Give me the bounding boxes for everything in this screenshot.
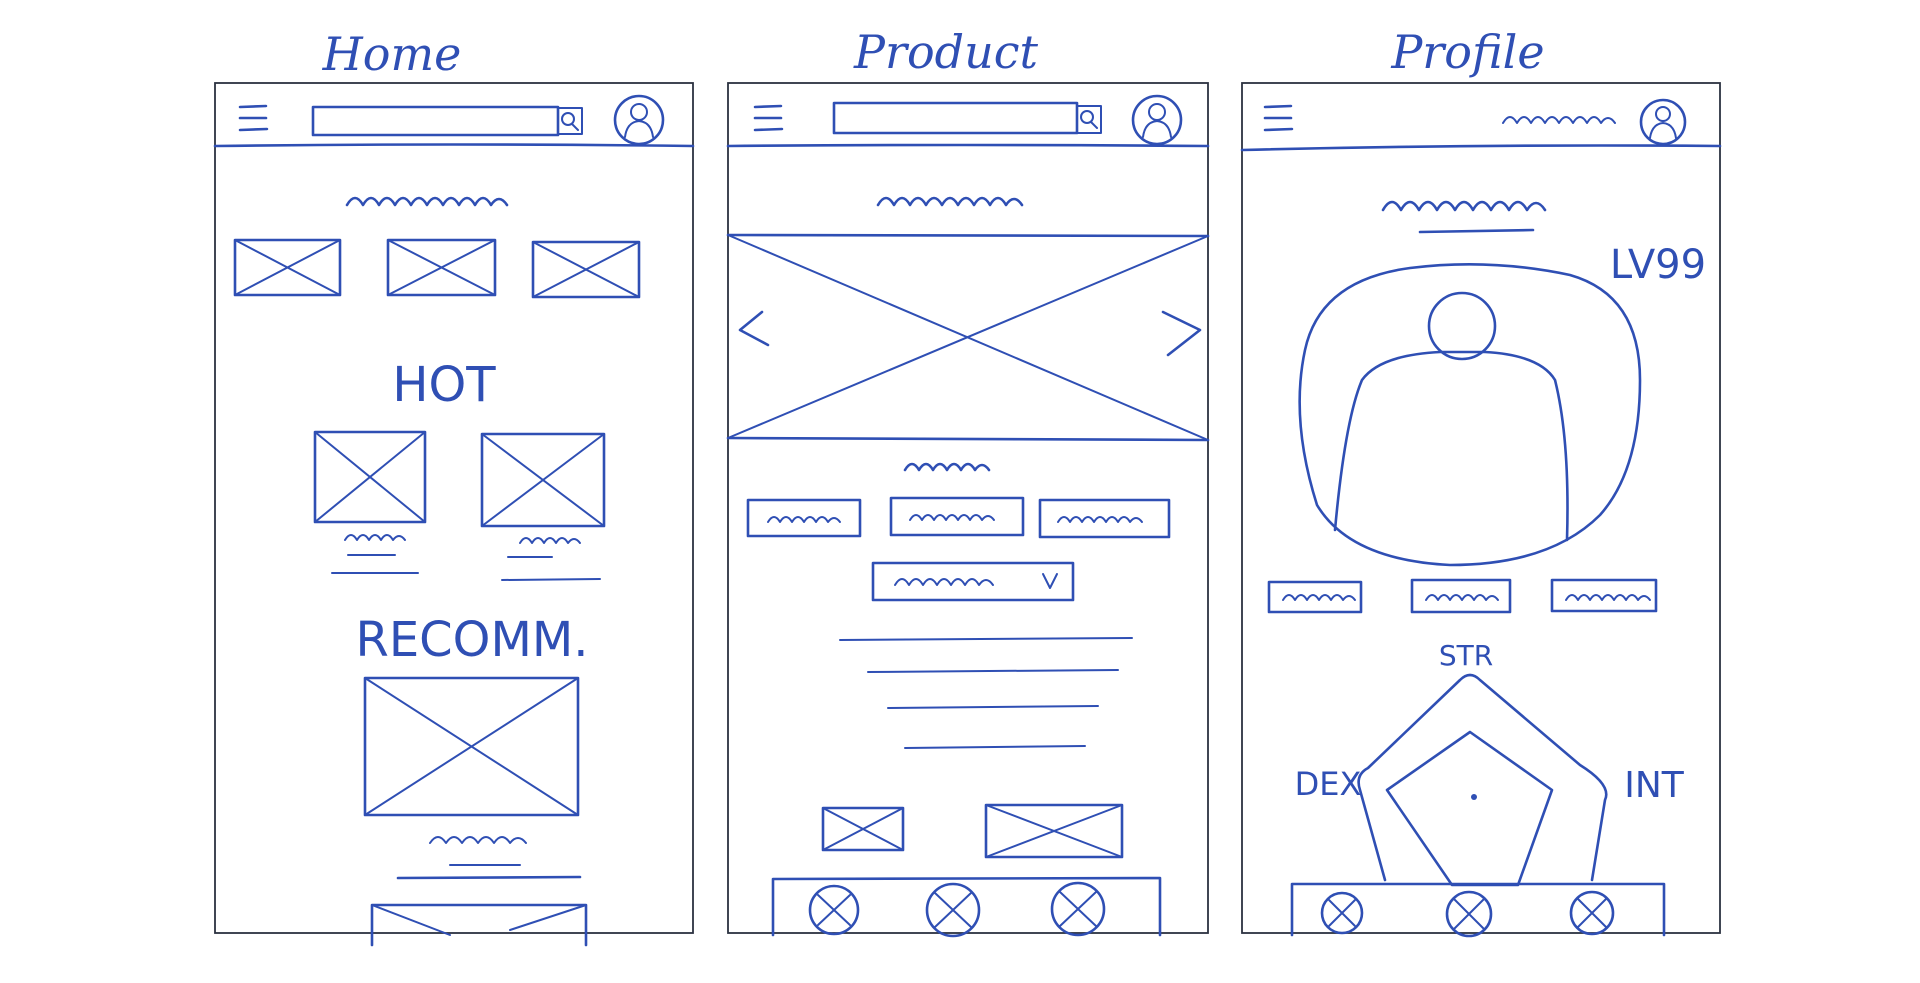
stat-tab-3[interactable] <box>1550 578 1658 613</box>
profile-screen: Profile LV99 <box>1240 25 1722 938</box>
category-image-3[interactable] <box>531 240 641 299</box>
section-title-placeholder <box>345 196 509 207</box>
header-divider <box>213 143 695 148</box>
nav-icon-3[interactable] <box>1569 890 1615 936</box>
nav-icon-2[interactable] <box>1445 890 1493 938</box>
product-screen: Product <box>726 25 1210 938</box>
hot-item-1[interactable] <box>313 430 427 574</box>
avatar-icon[interactable] <box>613 94 665 146</box>
category-image-2[interactable] <box>386 238 497 297</box>
product-description <box>839 637 1133 749</box>
hamburger-menu-icon[interactable] <box>753 104 784 132</box>
search-bar[interactable] <box>832 101 1102 135</box>
avatar-icon[interactable] <box>1131 94 1183 146</box>
chevron-down-icon[interactable] <box>1042 573 1058 589</box>
search-icon[interactable] <box>557 107 583 135</box>
stat-tab-2[interactable] <box>1410 578 1512 614</box>
hamburger-menu-icon[interactable] <box>238 104 269 132</box>
level-badge: LV99 <box>1610 242 1706 288</box>
home-screen-title: Home <box>322 27 462 81</box>
profile-name-placeholder <box>1381 200 1547 212</box>
home-phone-frame <box>214 82 694 934</box>
recommended-item[interactable] <box>363 676 582 880</box>
stat-tab-1[interactable] <box>1267 580 1363 614</box>
bottom-navigation <box>1290 882 1666 938</box>
profile-header <box>1240 98 1722 152</box>
hot-item-2[interactable] <box>480 432 606 581</box>
stat-radar-chart: STR DEX INT <box>1295 639 1685 887</box>
stat-label-int: INT <box>1624 765 1685 806</box>
profile-avatar-portrait <box>1298 263 1642 567</box>
related-image-1[interactable] <box>821 806 905 852</box>
product-image-carousel[interactable] <box>726 233 1210 442</box>
hot-section-label: HOT <box>392 357 496 413</box>
search-icon[interactable] <box>1076 105 1102 134</box>
category-image-1[interactable] <box>233 238 342 297</box>
product-header <box>726 94 1210 148</box>
profile-screen-title: Profile <box>1390 25 1544 79</box>
nav-icon-1[interactable] <box>1320 891 1364 935</box>
recommend-section-label: RECOMM. <box>355 612 588 668</box>
bottom-navigation <box>771 876 1162 938</box>
product-screen-title: Product <box>853 25 1038 79</box>
option-button-2[interactable] <box>889 496 1025 537</box>
product-name-placeholder <box>903 462 991 472</box>
carousel-next-icon[interactable] <box>1161 310 1202 357</box>
product-phone-frame <box>727 82 1209 934</box>
next-item-partial[interactable] <box>370 903 588 947</box>
search-bar[interactable] <box>311 105 583 137</box>
nav-icon-1[interactable] <box>808 884 860 936</box>
quantity-dropdown[interactable] <box>871 561 1075 602</box>
header-divider <box>726 143 1210 148</box>
stat-label-str: STR <box>1439 639 1493 672</box>
home-screen: Home <box>213 27 695 947</box>
option-button-3[interactable] <box>1038 498 1171 539</box>
related-image-2[interactable] <box>984 803 1124 859</box>
username-placeholder <box>1502 116 1616 124</box>
hamburger-menu-icon[interactable] <box>1263 104 1294 132</box>
product-title-placeholder <box>876 196 1024 207</box>
nav-icon-3[interactable] <box>1050 881 1106 937</box>
profile-name-underline <box>1418 228 1535 234</box>
stat-label-dex: DEX <box>1295 765 1362 803</box>
avatar-icon[interactable] <box>1639 98 1687 146</box>
option-button-1[interactable] <box>746 498 862 538</box>
home-header <box>213 94 695 148</box>
nav-icon-2[interactable] <box>925 882 981 938</box>
carousel-prev-icon[interactable] <box>738 310 770 347</box>
header-divider <box>1240 144 1722 152</box>
